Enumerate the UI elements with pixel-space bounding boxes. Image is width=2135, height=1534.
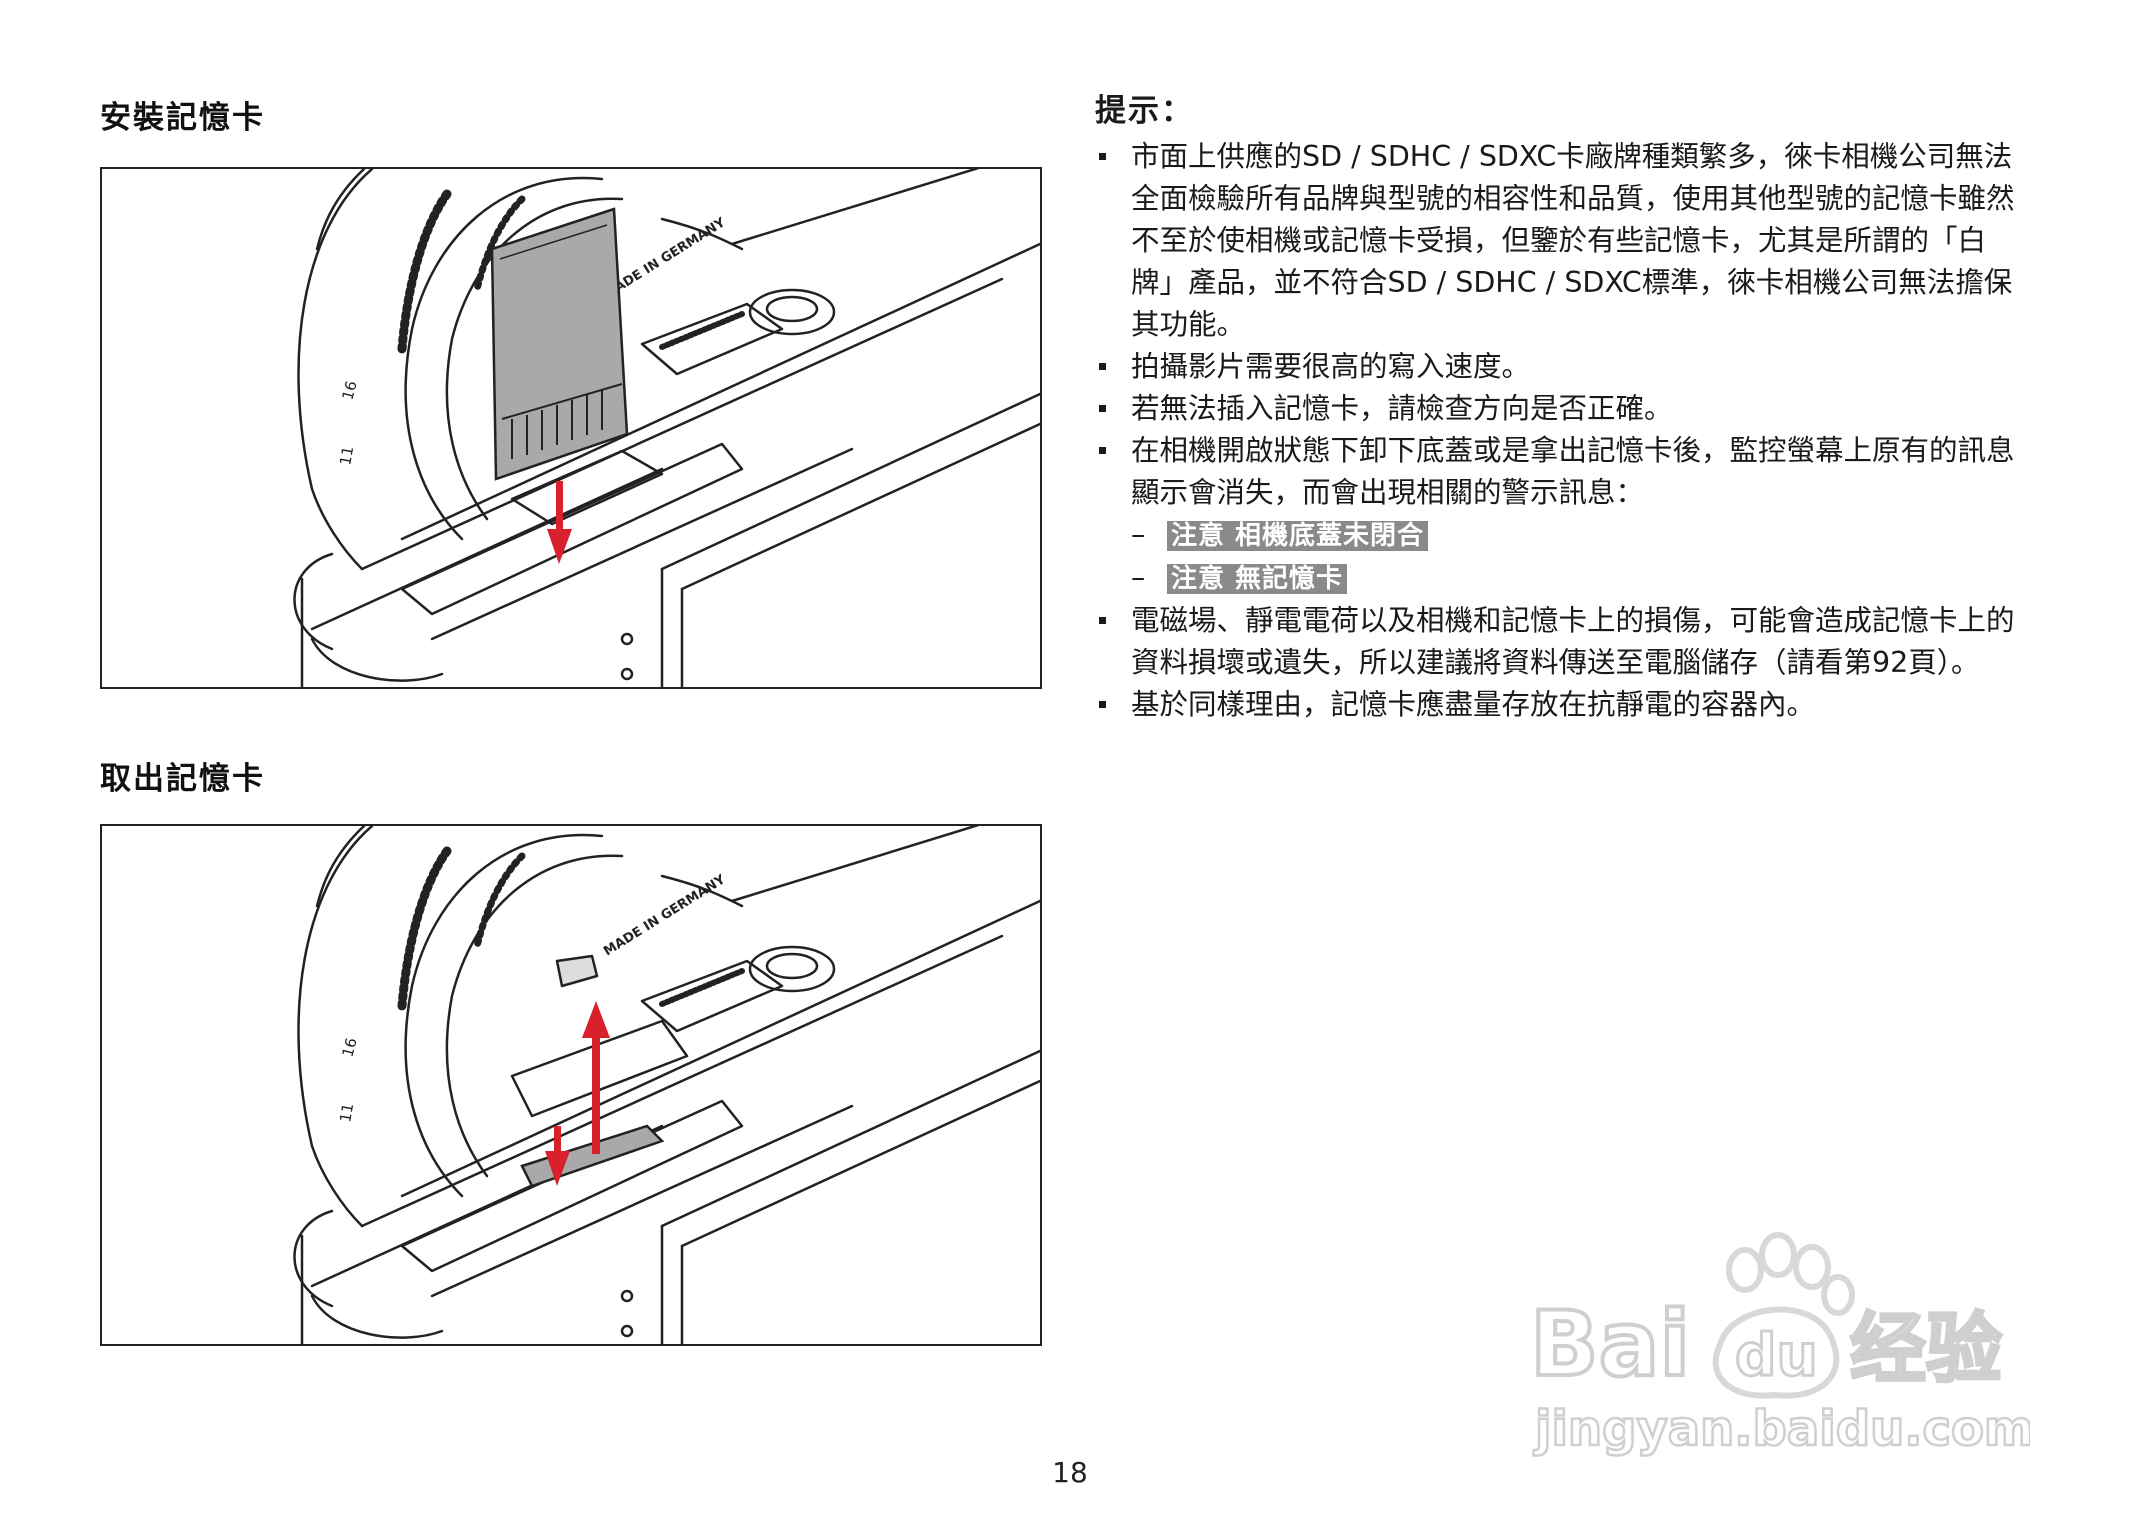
note-item: 基於同樣理由，記憶卡應盡量存放在抗靜電的容器內。 [1095,684,2025,726]
lens-engraving: MADE IN GERMANY [601,215,728,302]
insert-card-heading: 安裝記憶卡 [100,100,265,136]
watermark-brand: Bai [1530,1292,1690,1397]
dash-marker: – [1131,561,1146,594]
remove-card-figure: 16 11 MADE IN GERMANY [100,824,1042,1346]
push-down-arrow [545,1126,570,1186]
lens-scale-label-11: 11 [336,1102,357,1124]
note-item-with-warnings: 在相機開啟狀態下卸下底蓋或是拿出記憶卡後，監控螢幕上原有的訊息顯示會消失，而會出… [1095,430,2025,600]
insert-card-figure: 16 11 MADE IN GERMANY [100,167,1042,689]
warning-message-item: – 注意 相機底蓋未閉合 [1131,514,2025,557]
dash-marker: – [1131,518,1146,551]
sd-card [490,207,629,481]
watermark-brand-du: du [1735,1321,1818,1389]
lens-scale-label-11: 11 [336,445,357,467]
lens-scale-label-16: 16 [338,1036,360,1059]
note-item-text: 在相機開啟狀態下卸下底蓋或是拿出記憶卡後，監控螢幕上原有的訊息顯示會消失，而會出… [1131,434,2015,509]
note-item: 拍攝影片需要很高的寫入速度。 [1095,346,2025,388]
note-item: 電磁場、靜電電荷以及相機和記憶卡上的損傷，可能會造成記憶卡上的資料損壞或遺失，所… [1095,600,2025,684]
lens-engraving: MADE IN GERMANY [601,872,728,959]
camera-illustration-insert: 16 11 MADE IN GERMANY [293,169,1040,687]
note-item: 若無法插入記憶卡，請檢查方向是否正確。 [1095,388,2025,430]
note-item: 市面上供應的SD / SDHC / SDXC卡廠牌種類繁多，徠卡相機公司無法全面… [1095,136,2025,346]
pull-up-arrow [582,1001,610,1154]
warning-message-cover-open: 注意 相機底蓋未閉合 [1167,521,1429,551]
insert-direction-arrow [547,481,572,564]
warning-message-no-card: 注意 無記憶卡 [1167,564,1348,594]
warning-messages-list: – 注意 相機底蓋未閉合 – 注意 無記憶卡 [1131,514,2025,600]
watermark-brand-cn: 经验 [1850,1304,2002,1393]
lens-scale-label-16: 16 [338,379,360,402]
camera-illustration-remove: 16 11 MADE IN GERMANY [293,826,1040,1344]
notes-section: 提示： 市面上供應的SD / SDHC / SDXC卡廠牌種類繁多，徠卡相機公司… [1095,90,2025,726]
baidu-paw-logo: Bai du 经验 jingyan.baidu.com [1528,1232,2035,1458]
notes-list: 市面上供應的SD / SDHC / SDXC卡廠牌種類繁多，徠卡相機公司無法全面… [1095,136,2025,726]
notes-title: 提示： [1095,93,1194,129]
warning-message-item: – 注意 無記憶卡 [1131,557,2025,600]
baidu-watermark: Bai du 经验 jingyan.baidu.com [1520,1225,2035,1465]
remove-card-heading: 取出記憶卡 [100,761,265,797]
watermark-url: jingyan.baidu.com [1533,1401,2030,1457]
page-number: 18 [1052,1456,1088,1489]
